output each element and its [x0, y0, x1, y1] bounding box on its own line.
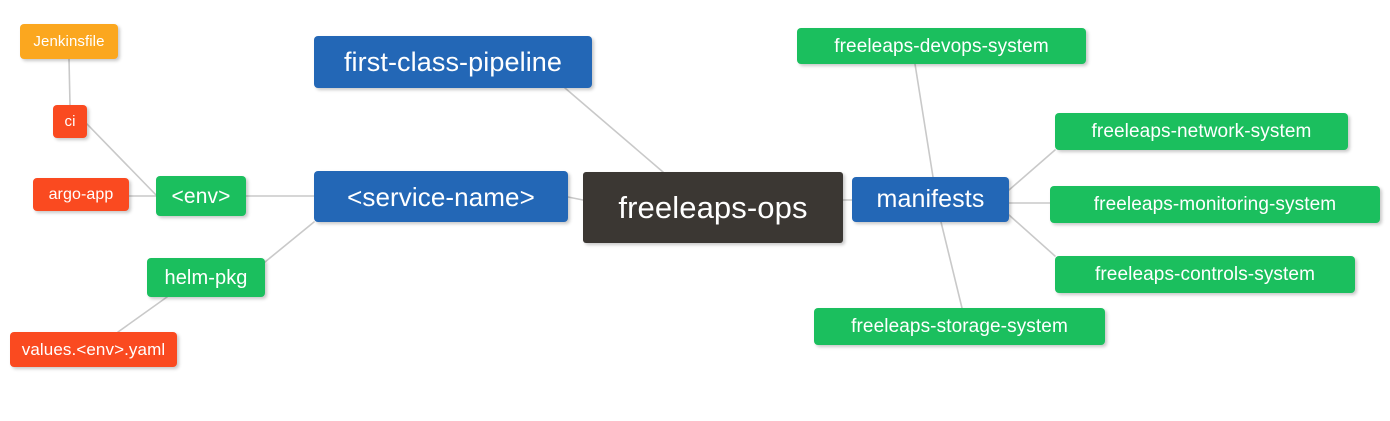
- mindmap-node-values-env-yaml[interactable]: values.<env>.yaml: [10, 332, 177, 367]
- mindmap-node-freeleaps-controls-system[interactable]: freeleaps-controls-system: [1055, 256, 1355, 293]
- mindmap-edge: [564, 87, 664, 173]
- mindmap-edge: [567, 196, 584, 201]
- mindmap-node-first-class-pipeline[interactable]: first-class-pipeline: [314, 36, 592, 88]
- mindmap-node-jenkinsfile[interactable]: Jenkinsfile: [20, 24, 118, 59]
- mindmap-edge: [914, 63, 934, 178]
- mindmap-node-manifests[interactable]: manifests: [852, 177, 1009, 222]
- mindmap-node-freeleaps-monitoring-system[interactable]: freeleaps-monitoring-system: [1050, 186, 1380, 223]
- mindmap-edge: [1008, 149, 1056, 191]
- mindmap-node-argo-app[interactable]: argo-app: [33, 178, 129, 211]
- mindmap-edge: [1008, 214, 1056, 257]
- mindmap-edge: [264, 221, 315, 263]
- mindmap-edge: [68, 58, 71, 106]
- mindmap-node-freeleaps-network-system[interactable]: freeleaps-network-system: [1055, 113, 1348, 150]
- mindmap-node-service-name[interactable]: <service-name>: [314, 171, 568, 222]
- mindmap-node-freeleaps-storage-system[interactable]: freeleaps-storage-system: [814, 308, 1105, 345]
- mindmap-node-env[interactable]: <env>: [156, 176, 246, 216]
- mindmap-node-helm-pkg[interactable]: helm-pkg: [147, 258, 265, 297]
- mindmap-edge: [117, 296, 168, 333]
- mindmap-node-ci[interactable]: ci: [53, 105, 87, 138]
- mindmap-node-freeleaps-ops[interactable]: freeleaps-ops: [583, 172, 843, 243]
- mindmap-node-freeleaps-devops-system[interactable]: freeleaps-devops-system: [797, 28, 1086, 64]
- mindmap-edge: [940, 221, 963, 309]
